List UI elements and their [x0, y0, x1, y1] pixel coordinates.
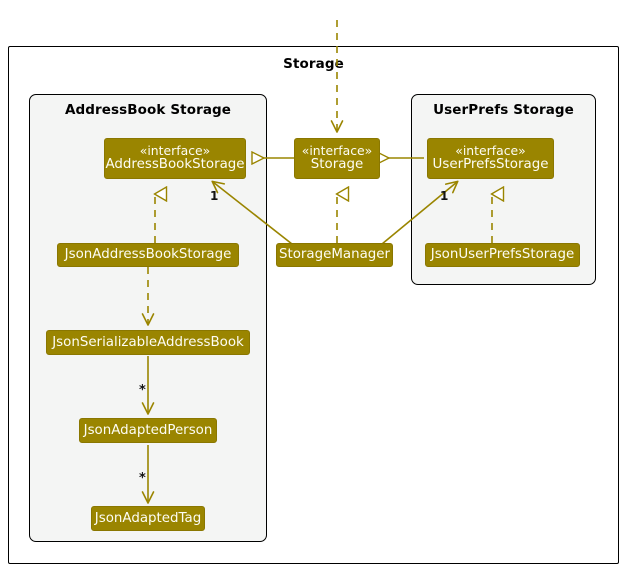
class-name-label: JsonSerializableAddressBook — [52, 334, 244, 350]
package-addressbook-storage-title: AddressBook Storage — [64, 102, 232, 118]
multiplicity-jsonadaptedtag: * — [139, 471, 146, 486]
multiplicity-userprefsstorage: 1 — [440, 189, 449, 203]
class-name-label: JsonUserPrefsStorage — [430, 247, 575, 263]
class-node-jsonserializableaddressbook[interactable]: JsonSerializableAddressBook — [46, 330, 250, 355]
stereotype-label: «interface» — [301, 143, 373, 159]
class-name-label: AddressBookStorage — [105, 156, 245, 172]
multiplicity-jsonadaptedperson: * — [139, 383, 146, 398]
class-node-jsonaddressbookstorage[interactable]: JsonAddressBookStorage — [57, 243, 239, 267]
class-node-jsonuserprefsstorage[interactable]: JsonUserPrefsStorage — [425, 243, 580, 267]
multiplicity-addressbookstorage: 1 — [210, 189, 219, 203]
class-name-label: JsonAddressBookStorage — [64, 247, 232, 263]
class-name-label: Storage — [310, 156, 364, 172]
class-node-userprefsstorage[interactable]: «interface» UserPrefsStorage — [427, 138, 554, 179]
class-node-jsonadaptedtag[interactable]: JsonAdaptedTag — [91, 506, 205, 531]
class-node-jsonadaptedperson[interactable]: JsonAdaptedPerson — [79, 418, 217, 443]
class-node-addressbookstorage[interactable]: «interface» AddressBookStorage — [104, 138, 246, 179]
stereotype-label: «interface» — [455, 143, 526, 159]
package-userprefs-storage-title: UserPrefs Storage — [433, 102, 574, 118]
class-name-label: UserPrefsStorage — [432, 156, 549, 172]
class-name-label: JsonAdaptedTag — [94, 510, 202, 526]
class-name-label: StorageManager — [278, 247, 391, 263]
class-node-storage[interactable]: «interface» Storage — [294, 138, 380, 179]
class-node-storagemanager[interactable]: StorageManager — [276, 243, 393, 267]
class-name-label: JsonAdaptedPerson — [83, 422, 213, 438]
package-storage-title: Storage — [283, 56, 344, 72]
stereotype-label: «interface» — [139, 143, 211, 159]
